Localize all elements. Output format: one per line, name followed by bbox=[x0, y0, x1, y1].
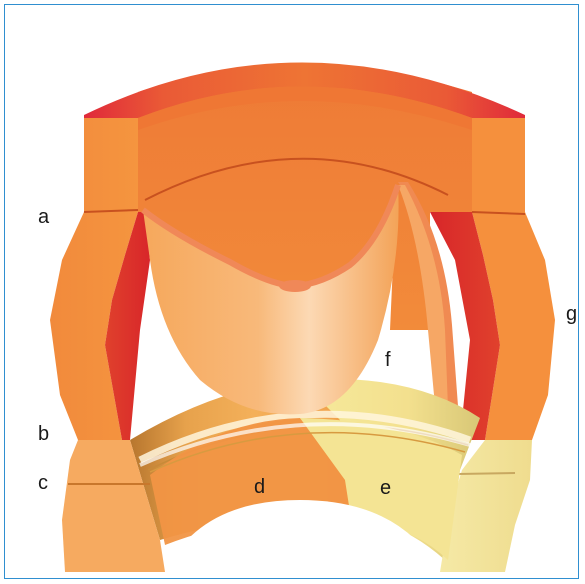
label-c: c bbox=[38, 472, 48, 494]
label-f: f bbox=[385, 349, 391, 371]
label-g: g bbox=[566, 303, 577, 325]
base-line-right bbox=[458, 473, 515, 474]
label-d: d bbox=[254, 476, 265, 498]
label-a: a bbox=[38, 206, 50, 228]
label-e: e bbox=[380, 477, 391, 499]
label-b: b bbox=[38, 423, 49, 445]
nodule bbox=[279, 280, 311, 292]
